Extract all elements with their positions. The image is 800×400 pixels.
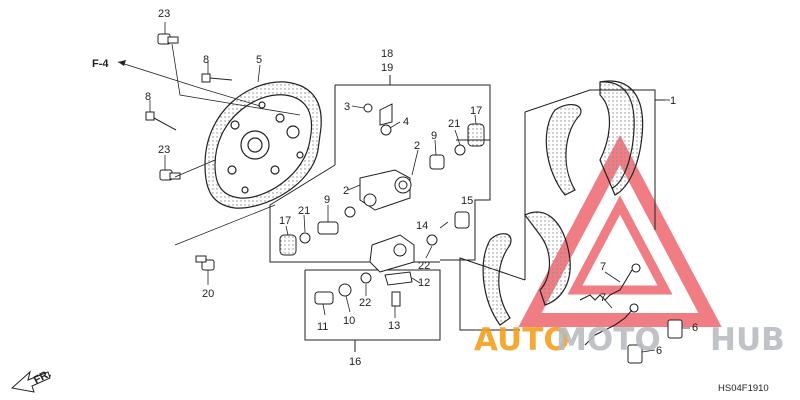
lower-cylinder-assembly [314,211,470,307]
part-label-21: 21 [448,118,460,130]
brake-shoe-top-right [599,80,644,196]
part-label-23: 23 [158,8,170,20]
group-bracket-18-19 [269,75,491,263]
part-labels: 23 8 5 8 23 20 18 19 3 4 17 21 9 2 2 9 2… [32,8,769,394]
brake-shoe-lower-right [524,211,571,306]
part-label-17: 17 [470,105,482,117]
leader-lines [117,22,301,285]
leader-lines-springs [604,99,690,353]
part-label-3: 3 [344,101,350,113]
spring-7-lower [584,303,639,346]
watermark-hub: HUB [710,322,785,358]
group-bracket-16 [304,269,441,352]
part-label-8: 8 [203,54,209,66]
arrow-head-icon [118,60,126,66]
fr-arrow-icon [10,370,51,393]
part-label-4: 4 [403,116,409,128]
watermark-text: AUTO MOTO HUB [474,322,785,358]
ref-label-f4: F-4 [92,58,109,70]
part-label-21b: 21 [298,205,310,217]
part-label-23b: 23 [158,144,170,156]
part-label-17b: 17 [279,215,291,227]
bolt-23-top [157,33,179,45]
part-label-7: 7 [600,261,606,273]
leader-lines-right [347,105,477,191]
part-label-8b: 8 [145,91,151,103]
retainer-6 [627,319,683,364]
fr-label: FR. [32,368,53,387]
bolt-8-left [145,111,177,131]
part-label-6: 6 [692,322,698,334]
part-label-20: 20 [202,288,214,300]
part-label-9: 9 [431,130,437,142]
part-label-14: 14 [416,220,428,232]
part-label-12: 12 [418,277,430,289]
part-label-13: 13 [388,320,400,332]
bolt-20 [195,255,215,271]
cylinder-parts-left [279,206,356,256]
part-label-9b: 9 [324,194,330,206]
part-label-22: 22 [418,260,430,272]
part-label-22b: 22 [359,297,371,309]
diagram-code: HS04F1910 [718,383,769,394]
part-label-19: 19 [381,62,393,74]
part-label-11: 11 [317,321,328,333]
spring-7-upper [579,263,641,301]
brake-shoe-lower-left [482,233,512,326]
leader-lines-lower [322,221,449,318]
watermark-auto: AUTO [474,322,570,358]
part-label-5: 5 [256,54,262,66]
part-label-2b: 2 [343,185,349,197]
watermark-moto: MOTO [556,322,661,358]
part-label-1: 1 [670,95,676,107]
part-label-16: 16 [349,356,361,368]
bolt-23-bottom [159,169,181,181]
part-label-6b: 6 [656,345,662,357]
part-label-2: 2 [414,140,420,152]
part-label-10: 10 [343,315,355,327]
part-label-7b: 7 [600,292,606,304]
part-label-18: 18 [381,48,393,60]
backing-plate [204,81,322,209]
brake-shoe-top-left [545,103,582,196]
part-label-15: 15 [461,195,473,207]
bolt-8-top [201,73,233,83]
wheel-cylinder-assembly [359,103,485,211]
leader-lines-left [285,205,329,236]
